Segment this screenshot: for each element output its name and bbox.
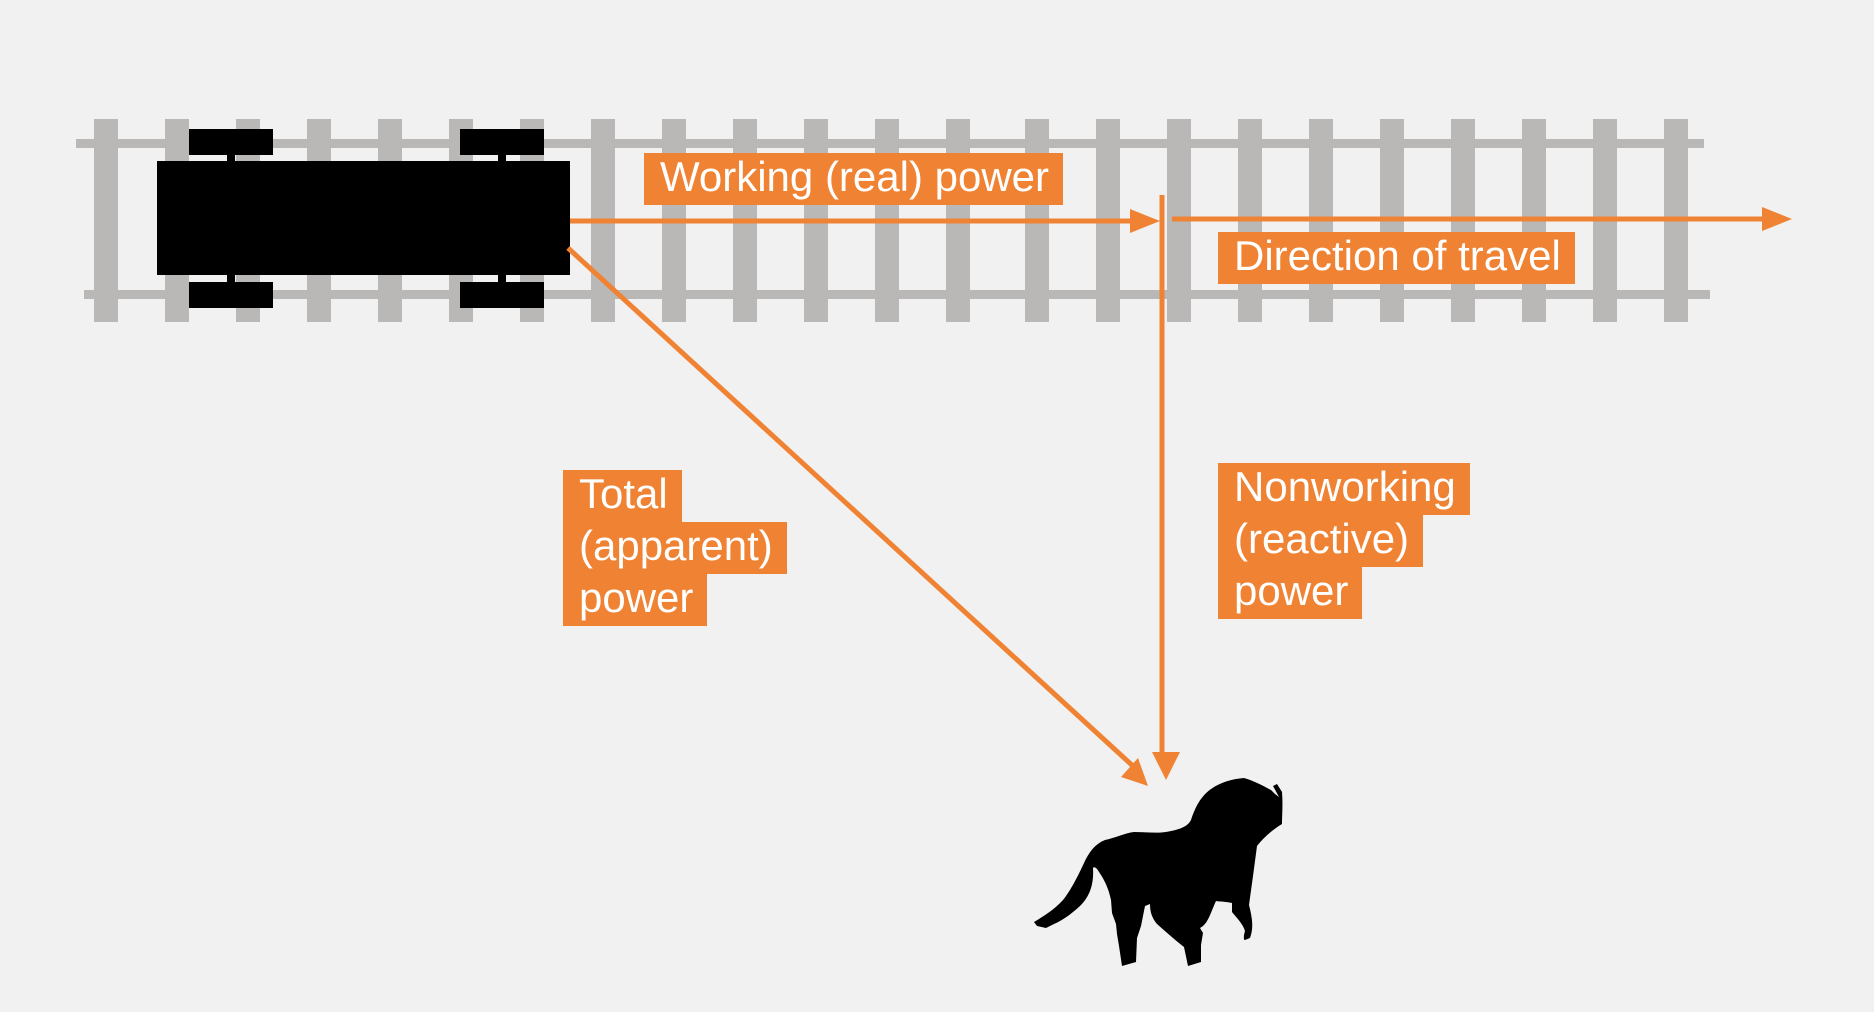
- train-wheel-bottom-right: [460, 282, 544, 308]
- apparent-power-arrow-line: [566, 246, 1136, 769]
- direction-of-travel-label-text: Direction of travel: [1218, 232, 1575, 284]
- train-body: [157, 161, 570, 275]
- train-axle-br: [498, 273, 506, 282]
- train-wheel-bottom-left: [189, 282, 273, 308]
- power-vectors: [566, 195, 1768, 769]
- nonworking-power-line-3: power: [1218, 567, 1363, 619]
- total-power-line-1: Total: [563, 470, 682, 522]
- working-power-arrowhead: [1130, 209, 1160, 233]
- reactive-power-arrowhead: [1152, 752, 1180, 780]
- total-power-line-2: (apparent): [563, 522, 787, 574]
- rail-top: [76, 139, 1704, 148]
- horse-body: [1034, 778, 1283, 966]
- train-wheel-top-right: [460, 129, 544, 155]
- nonworking-power-line-1: Nonworking: [1218, 463, 1470, 515]
- train-axle-tr: [498, 154, 506, 163]
- train-axle-tl: [227, 154, 235, 163]
- total-power-line-3: power: [563, 574, 708, 626]
- apparent-power-arrowhead: [1121, 758, 1148, 786]
- nonworking-power-line-2: (reactive): [1218, 515, 1424, 567]
- rail-bottom: [84, 290, 1710, 299]
- working-power-label-text: Working (real) power: [644, 153, 1064, 205]
- horse-icon: [1034, 778, 1283, 966]
- total-power-label: Total (apparent) power: [563, 470, 787, 626]
- nonworking-power-label: Nonworking (reactive) power: [1218, 463, 1470, 619]
- train-wheel-top-left: [189, 129, 273, 155]
- direction-of-travel-label: Direction of travel: [1218, 232, 1575, 284]
- train-car-icon: [157, 129, 570, 308]
- rail-sleeper: [94, 119, 118, 322]
- working-power-label: Working (real) power: [644, 153, 1064, 205]
- train-axle-bl: [227, 273, 235, 282]
- direction-arrowhead: [1762, 207, 1792, 231]
